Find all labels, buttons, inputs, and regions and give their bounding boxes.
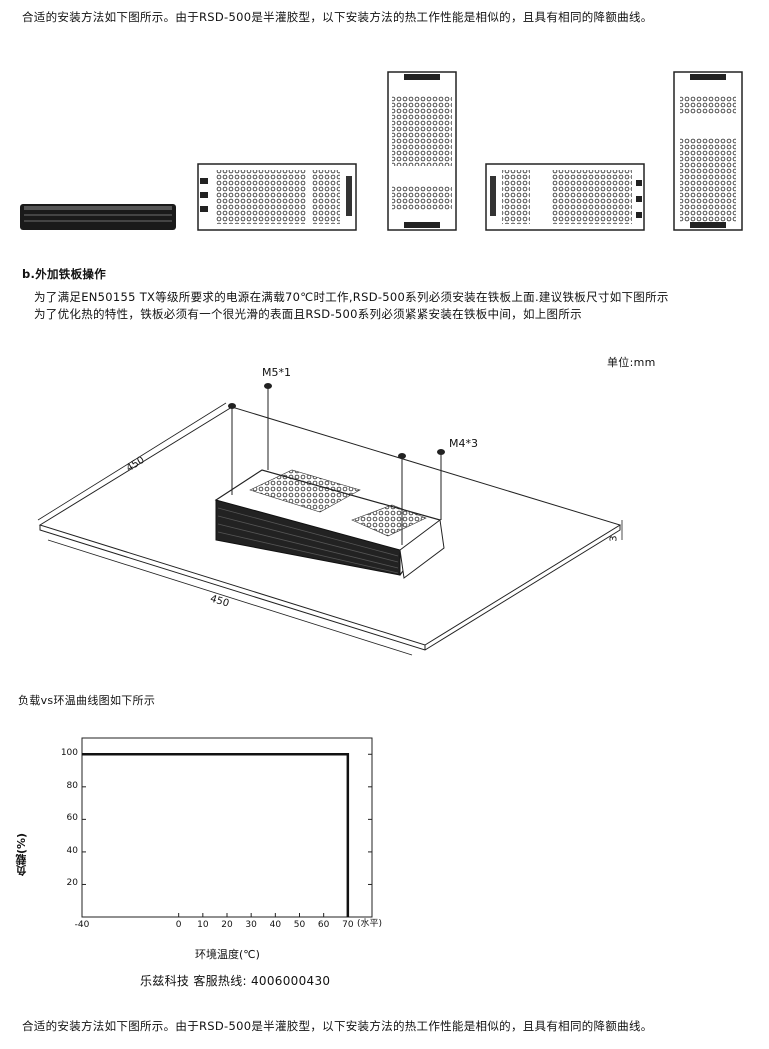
y-tick-label: 60 [66, 813, 78, 824]
chart-frame [81, 737, 373, 918]
view-side-flat [20, 204, 176, 230]
mounting-orientations-figure [20, 71, 743, 231]
x-tick-label: 0 [175, 920, 182, 930]
section-b-title: b.外加铁板操作 [22, 267, 106, 281]
x-tick-label: 20 [221, 920, 233, 930]
y-tick-label: 80 [66, 780, 78, 791]
y-tick-label: 100 [60, 748, 78, 759]
unit-label: 单位:mm [607, 356, 656, 369]
x-tick-label: 40 [269, 920, 282, 930]
requirement-line-2: 为了优化热的特性，铁板必须有一个很光滑的表面且RSD-500系列必须紧紧安装在铁… [34, 307, 582, 321]
chart-y-axis-label: 负载(%) [15, 832, 28, 876]
x-tick-label: 60 [317, 920, 330, 930]
chart-x-axis-label: 环境温度(℃) [195, 948, 260, 961]
chart-intro-text: 负载vs环温曲线图如下所示 [18, 694, 156, 707]
chart-x-axis-note: (水平) [357, 919, 383, 929]
iron-plate-diagram [37, 383, 623, 656]
footer-text: 合适的安装方法如下图所示。由于RSD-500是半灌胶型，以下安装方法的热工作性能… [22, 1019, 653, 1033]
derating-curve [82, 753, 350, 917]
intro-text: 合适的安装方法如下图所示。由于RSD-500是半灌胶型，以下安装方法的热工作性能… [22, 10, 653, 24]
x-tick-label: -40 [74, 920, 90, 930]
view-vertical-b [673, 71, 743, 231]
requirement-line-1: 为了满足EN50155 TX等级所要求的电源在满载70℃时工作,RSD-500系… [34, 290, 669, 304]
x-tick-label: 30 [245, 920, 257, 930]
x-tick-label: 50 [293, 920, 306, 930]
x-tick-label: 70 [342, 920, 354, 930]
view-vertical-a [387, 71, 457, 231]
view-horizontal-a [197, 163, 357, 231]
y-tick-label: 20 [66, 878, 78, 889]
x-tick-label: 10 [197, 920, 209, 930]
screw-m4-label: M4*3 [449, 437, 478, 450]
y-tick-label: 40 [66, 845, 78, 856]
screw-m5-label: M5*1 [262, 366, 291, 379]
hotline-text: 乐兹科技 客服热线: 4006000430 [140, 974, 331, 988]
view-horizontal-b [485, 163, 645, 231]
